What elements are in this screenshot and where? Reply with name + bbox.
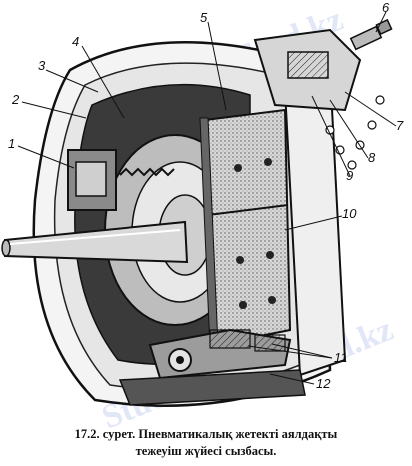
brake-shoe-lining bbox=[203, 108, 292, 347]
callout-11: 11 bbox=[334, 350, 348, 365]
callout-6: 6 bbox=[382, 0, 390, 15]
callout-7: 7 bbox=[396, 118, 404, 133]
callout-2: 2 bbox=[12, 92, 20, 107]
axle-end bbox=[1, 239, 11, 257]
callout-8: 8 bbox=[368, 150, 376, 165]
caption-line-2: тежеуіш жүйесі сызбасы. bbox=[135, 444, 277, 458]
leader-lines bbox=[17, 11, 397, 385]
callout-9: 9 bbox=[346, 168, 354, 183]
air-fitting bbox=[349, 25, 383, 51]
callout-5: 5 bbox=[200, 10, 208, 25]
callout-3: 3 bbox=[38, 58, 46, 73]
lining-rivets bbox=[234, 158, 276, 309]
figure-caption: 17.2. сурет. Пневматикалық жетекті аялда… bbox=[0, 426, 412, 460]
callout-12: 12 bbox=[316, 376, 331, 391]
return-spring bbox=[119, 167, 175, 177]
lower-shield bbox=[118, 369, 306, 406]
callout-1: 1 bbox=[8, 136, 16, 151]
callout-4: 4 bbox=[72, 34, 80, 49]
caption-line-1: 17.2. сурет. Пневматикалық жетекті аялда… bbox=[74, 427, 338, 441]
callout-10: 10 bbox=[342, 206, 357, 221]
